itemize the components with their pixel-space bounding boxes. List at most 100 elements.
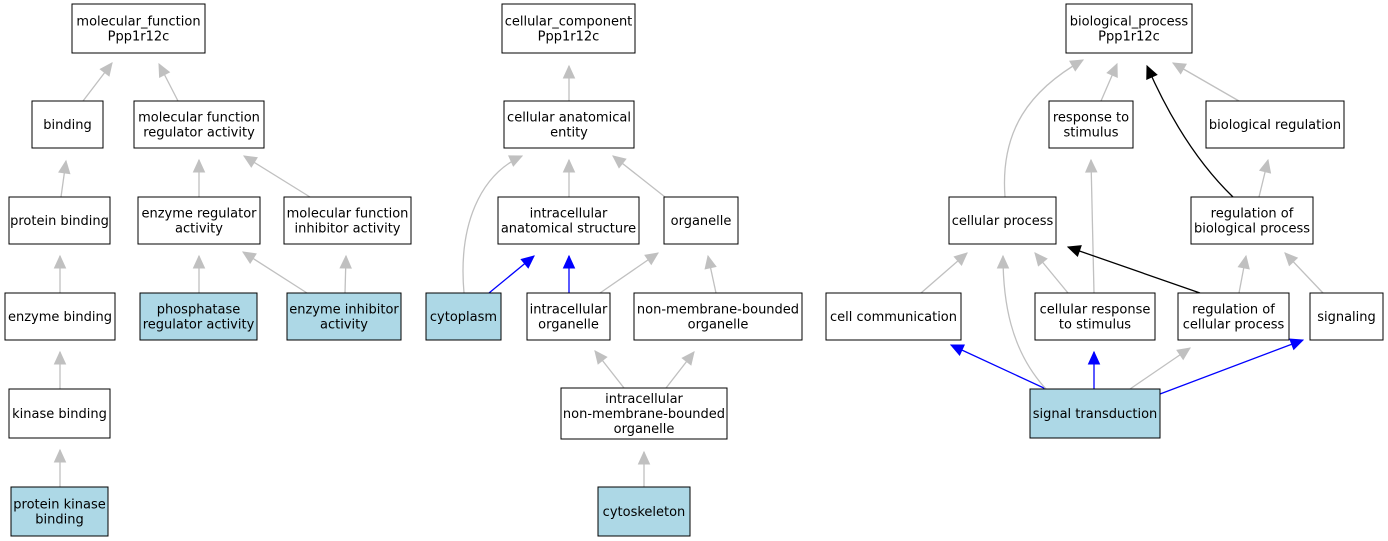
node-label: entity bbox=[550, 126, 588, 141]
arrowhead-icon bbox=[637, 450, 651, 465]
node-label: cell communication bbox=[830, 310, 957, 325]
arrowhead-icon bbox=[1176, 347, 1191, 361]
edge-line bbox=[1090, 159, 1095, 294]
arrowhead-icon bbox=[241, 251, 257, 265]
node-box bbox=[825, 292, 962, 341]
edge-kinase_binding-to-enzyme_binding bbox=[53, 350, 67, 389]
node-label: activity bbox=[175, 222, 223, 237]
edge-sig_trans-to-reg_cell_proc bbox=[1129, 347, 1191, 390]
arrowhead-icon bbox=[53, 448, 67, 463]
edge-reg_bio_proc-to-bio_reg bbox=[1258, 158, 1272, 198]
edge-pk_binding-to-kinase_binding bbox=[53, 448, 67, 487]
node-box bbox=[560, 387, 728, 440]
arrowhead-icon bbox=[242, 155, 258, 168]
edge-inmbo-to-nmbo bbox=[665, 351, 695, 389]
edge-cell_resp-to-resp_stim bbox=[1085, 158, 1098, 294]
node-box bbox=[1177, 292, 1290, 341]
edge-binding-to-mf_root bbox=[82, 62, 113, 102]
node-box bbox=[597, 486, 691, 537]
node-label: binding bbox=[35, 513, 83, 528]
go-term-node-kinase-binding: kinase binding bbox=[8, 388, 111, 439]
node-box bbox=[501, 3, 636, 54]
edge-sig_trans-to-cell_comm bbox=[949, 344, 1047, 390]
node-box bbox=[497, 196, 640, 245]
node-label: inhibitor activity bbox=[294, 222, 400, 237]
arrowhead-icon bbox=[1066, 245, 1082, 258]
arrowhead-icon bbox=[996, 254, 1010, 269]
node-box bbox=[137, 196, 261, 245]
edge-reg_cell_proc-to-reg_bio_proc bbox=[1237, 254, 1250, 294]
node-box bbox=[1048, 100, 1134, 149]
node-label: protein binding bbox=[10, 214, 109, 229]
edge-inmbo-to-io bbox=[594, 350, 625, 389]
node-label: intracellular bbox=[530, 303, 608, 318]
node-box bbox=[1065, 3, 1193, 54]
node-box bbox=[1034, 292, 1156, 341]
edge-cell_comm-to-cell_proc bbox=[920, 252, 968, 294]
edge-cae-to-cc_root bbox=[562, 64, 576, 101]
edge-line bbox=[1159, 339, 1304, 395]
node-box bbox=[1029, 388, 1161, 439]
edge-bio_reg-to-bp_root bbox=[1171, 62, 1240, 102]
go-term-node-cytoskeleton: cytoskeleton bbox=[597, 486, 691, 537]
edge-phosphatase_reg-to-enzyme_reg bbox=[192, 254, 206, 293]
node-label: organelle bbox=[538, 318, 599, 333]
edge-organelle-to-cae bbox=[612, 155, 666, 198]
edge-line bbox=[462, 155, 523, 294]
edge-enzyme_binding-to-protein_binding bbox=[53, 254, 67, 293]
node-label: Ppp1r12c bbox=[538, 30, 600, 45]
arrowhead-icon bbox=[1171, 62, 1187, 75]
edge-sig_trans-to-cell_resp bbox=[1087, 350, 1101, 389]
arrowhead-icon bbox=[99, 62, 113, 77]
node-box bbox=[1190, 196, 1314, 245]
edge-cytoplasm-to-ias bbox=[488, 255, 535, 294]
node-label: organelle bbox=[688, 318, 749, 333]
node-label: stimulus bbox=[1063, 126, 1118, 141]
go-term-node-organelle: organelle bbox=[663, 196, 739, 245]
edge-line bbox=[1003, 59, 1084, 198]
node-label: enzyme inhibitor bbox=[289, 303, 399, 318]
edge-io-to-organelle bbox=[599, 252, 659, 294]
node-box bbox=[526, 292, 611, 341]
edge-cytoskeleton-to-inmbo bbox=[637, 450, 651, 487]
arrowhead-icon bbox=[562, 64, 576, 79]
arrowhead-icon bbox=[953, 252, 968, 266]
node-box bbox=[8, 388, 111, 439]
edge-enzyme_inhib-to-mf_inhib bbox=[339, 254, 352, 294]
node-label: intracellular bbox=[605, 392, 683, 407]
edge-line bbox=[1172, 62, 1240, 102]
arrowhead-icon bbox=[562, 158, 576, 173]
arrowhead-icon bbox=[612, 155, 627, 169]
edge-reg_cell_proc-to-cell_proc bbox=[1066, 245, 1201, 294]
arrowhead-icon bbox=[192, 254, 206, 269]
node-label: kinase binding bbox=[12, 407, 107, 422]
arrowhead-icon bbox=[644, 252, 659, 266]
arrowhead-icon bbox=[562, 254, 576, 269]
edge-reg_bio_proc-to-bp_root bbox=[1146, 64, 1234, 198]
node-label: intracellular bbox=[530, 207, 608, 222]
edge-line bbox=[1146, 65, 1234, 198]
node-label: organelle bbox=[614, 422, 675, 437]
edge-signaling-to-reg_bio_proc bbox=[1284, 252, 1324, 294]
node-label: molecular function bbox=[287, 207, 409, 222]
edge-ias-to-cae bbox=[562, 158, 576, 197]
node-box bbox=[10, 486, 109, 537]
node-box bbox=[425, 292, 502, 341]
node-box bbox=[1309, 292, 1384, 341]
arrowhead-icon bbox=[1258, 158, 1272, 174]
edge-sig_trans-to-cell_proc bbox=[996, 254, 1047, 390]
edge-cytoplasm-to-cae bbox=[462, 155, 524, 294]
node-label: cellular anatomical bbox=[507, 111, 631, 126]
go-term-node-protein-binding: protein binding bbox=[8, 196, 111, 245]
go-term-node-bio-reg: biological regulation bbox=[1205, 100, 1345, 149]
node-box bbox=[139, 292, 258, 341]
edge-resp_stim-to-bp_root bbox=[1100, 62, 1118, 102]
go-term-node-inmbo: intracellularnon-membrane-boundedorganel… bbox=[560, 387, 728, 440]
